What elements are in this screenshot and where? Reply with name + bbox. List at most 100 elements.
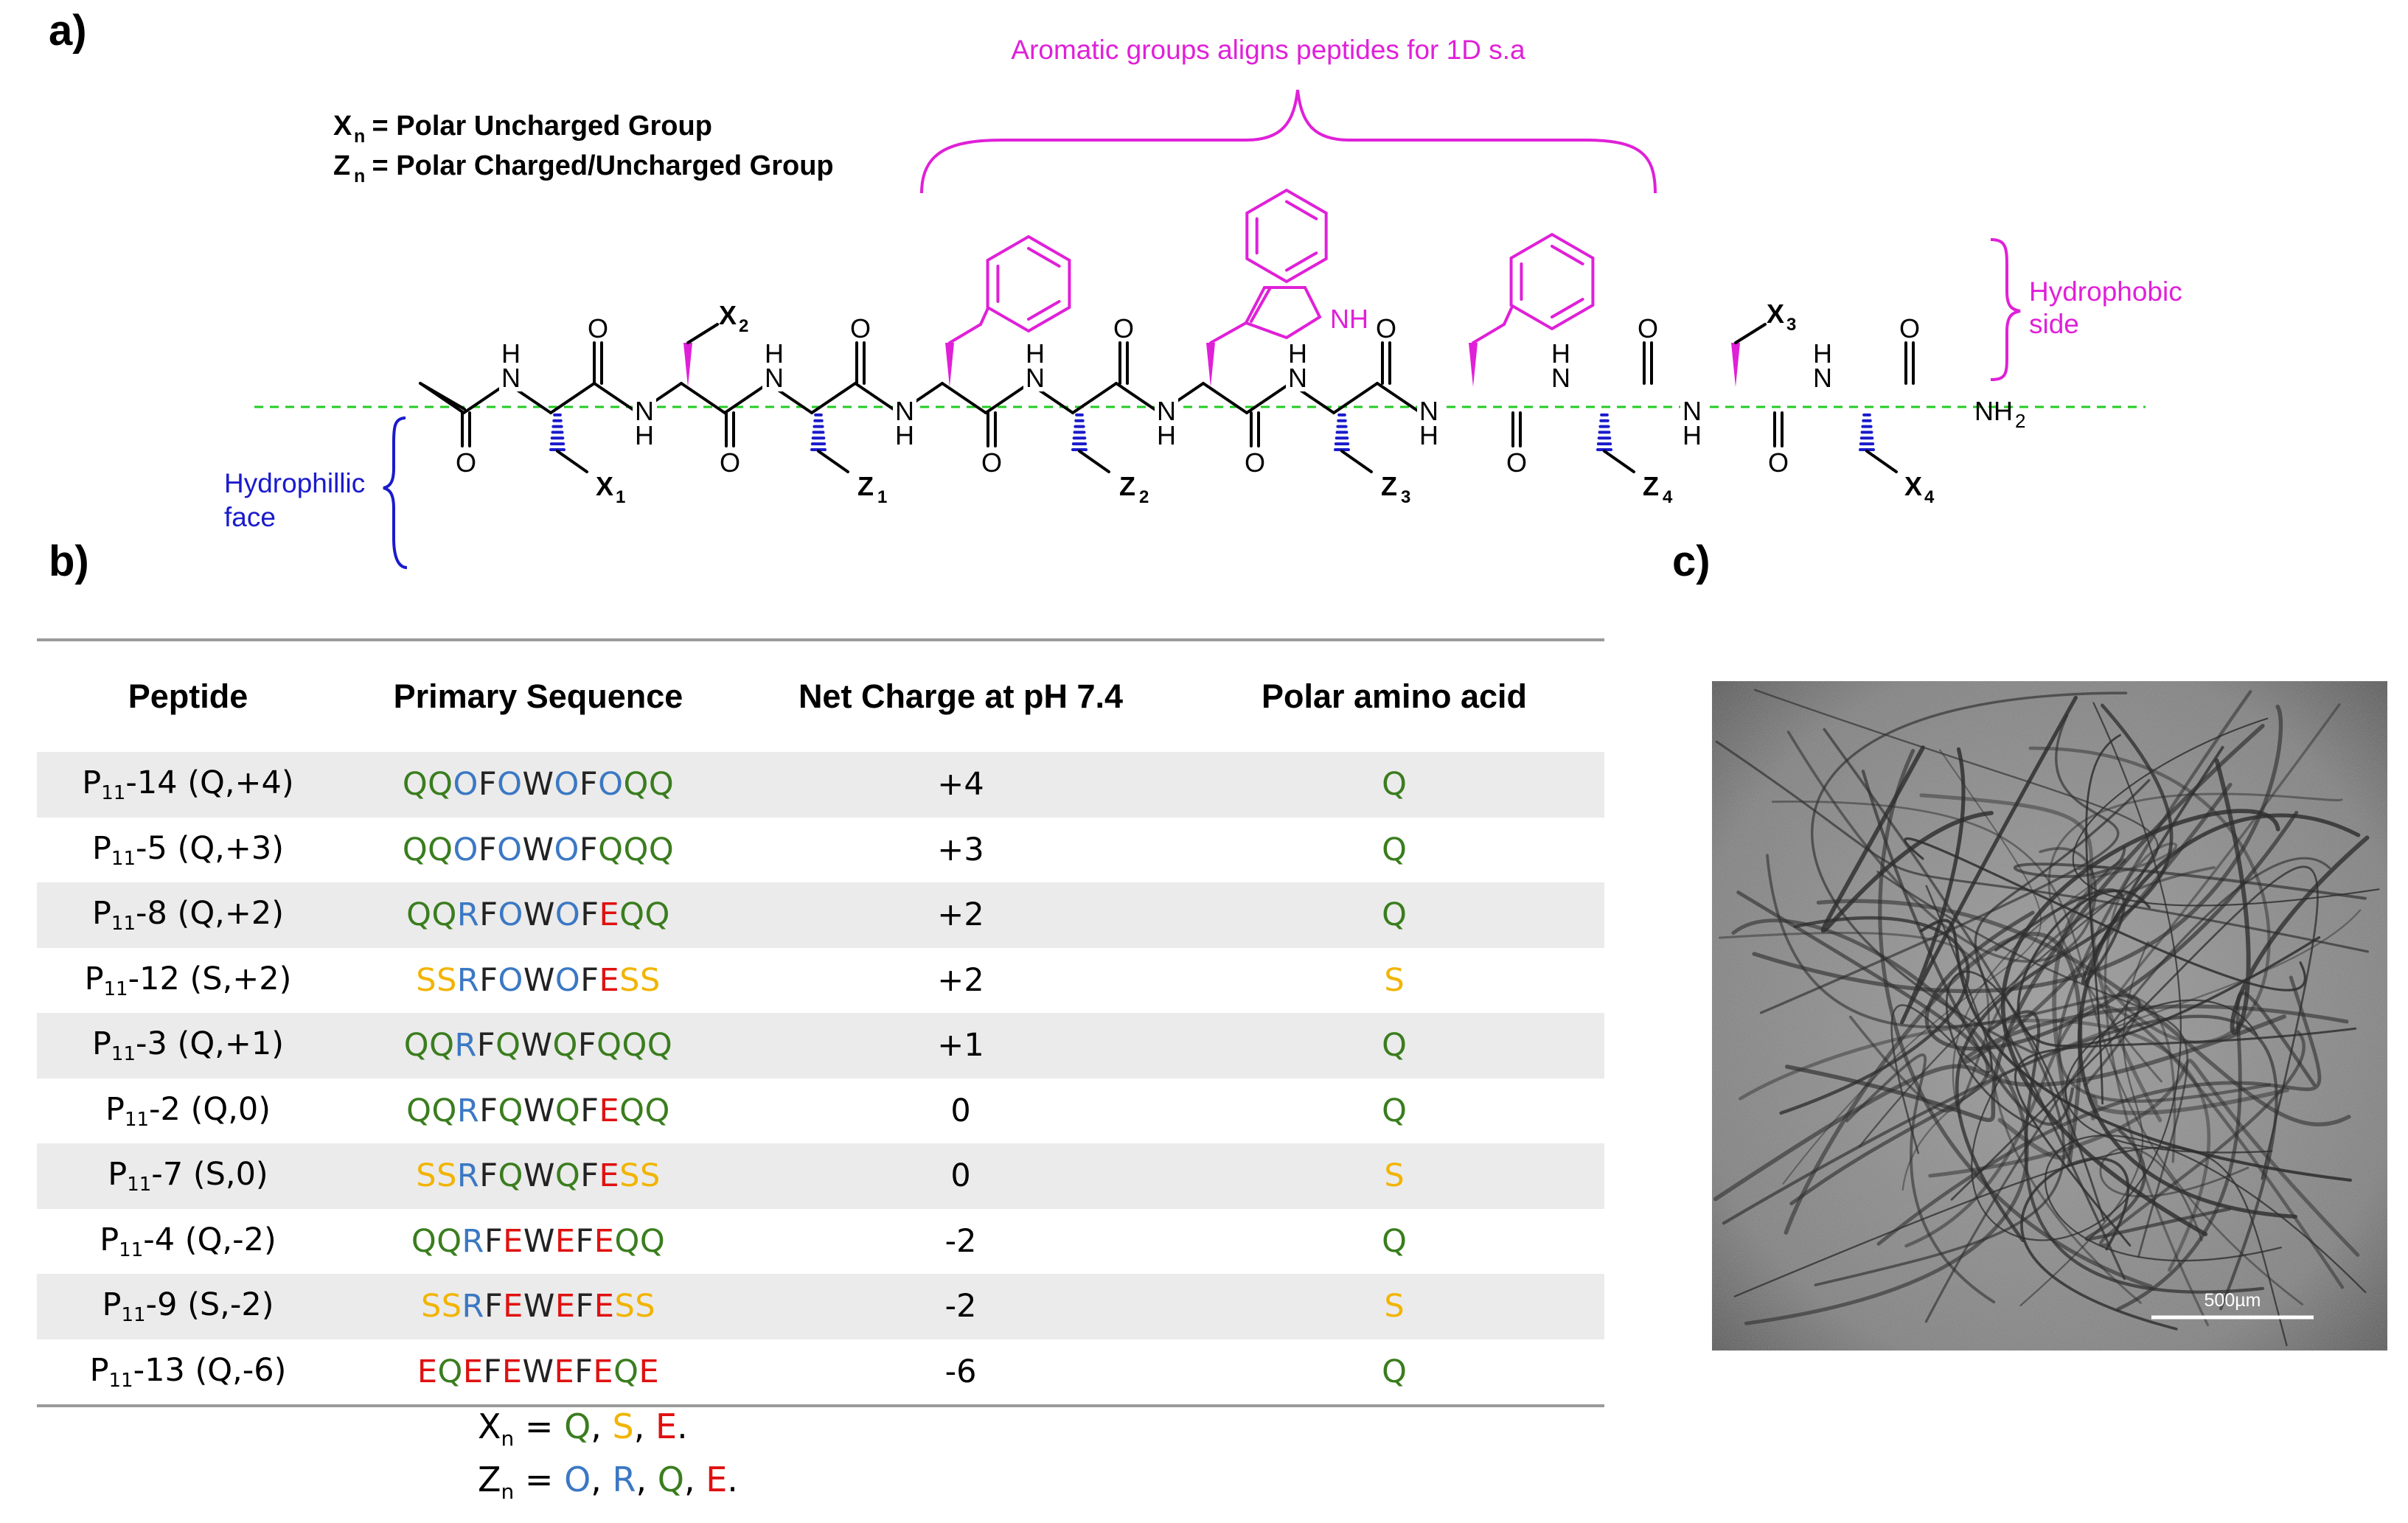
primary-sequence: QQRFOWOFEQQ — [339, 882, 737, 948]
backbone-bond — [549, 382, 596, 414]
phenyl-ring-inner — [1027, 300, 1061, 321]
panel-label-a: a) — [49, 7, 87, 55]
phenyl-ring-inner — [1027, 247, 1061, 268]
fibril — [2072, 717, 2380, 907]
hydrophobic-brace — [1990, 238, 2021, 381]
sequence-residue: E — [554, 1222, 576, 1260]
sequence-residue: Q — [403, 1027, 430, 1064]
fibril — [1782, 749, 2042, 1185]
fibril — [1820, 745, 1994, 933]
sequence-residue: W — [523, 961, 555, 999]
nitrogen-label: N — [1419, 396, 1438, 426]
peptide-suffix: -5 (Q,+3) — [136, 829, 285, 867]
fibril — [1971, 702, 2182, 1241]
sequence-residue: Q — [402, 766, 428, 804]
fibril — [2099, 1147, 2249, 1241]
sequence-residue: E — [599, 961, 620, 999]
oxygen-label: O — [1638, 313, 1658, 344]
sequence-residue: Q — [614, 1222, 640, 1260]
fibril — [1994, 745, 2224, 985]
sequence-residue: F — [483, 1353, 502, 1390]
sidechain-group-label: Z — [1119, 471, 1135, 501]
peptide-suffix: -7 (S,0) — [151, 1156, 268, 1193]
sidechain-bond — [817, 450, 849, 473]
sequence-residue: O — [554, 831, 580, 868]
sequence-residue: E — [593, 1353, 614, 1390]
sequence-residue: W — [523, 1288, 555, 1325]
atom-bg — [762, 365, 786, 391]
peptide-name: P11-4 (Q,-2) — [37, 1209, 339, 1275]
phe-ring-bond — [979, 307, 989, 326]
fibril — [1901, 909, 2362, 1191]
hydrophilic-label-line2: face — [224, 502, 276, 532]
hydrophobic-wedge — [945, 343, 954, 387]
indole-benzene-ring — [1245, 188, 1328, 284]
sidechain-bond — [1734, 323, 1767, 344]
sequence-residue: F — [579, 831, 599, 868]
aromatic-label: Aromatic groups aligns peptides for 1D s… — [1011, 35, 1525, 65]
peptide-subscript: 11 — [121, 1304, 146, 1327]
legend-item: R — [612, 1460, 636, 1499]
sequence-residue: S — [635, 1288, 656, 1325]
peptide-prefix: P — [91, 1025, 111, 1063]
sequence-residue: E — [503, 1288, 523, 1325]
sidechain-group-subscript: 4 — [1663, 487, 1673, 507]
legend-x-equals: = — [514, 1407, 565, 1446]
oxygen-label: O — [1376, 313, 1396, 344]
peptide-suffix: -13 (Q,-6) — [133, 1351, 287, 1389]
sequence-residue: Q — [429, 1027, 455, 1064]
sequence-residue: W — [523, 1157, 555, 1195]
sequence-residue: E — [462, 1353, 484, 1390]
peptide-suffix: -4 (Q,-2) — [143, 1221, 276, 1258]
fibril — [1890, 885, 1993, 1154]
sidechain-bond — [1865, 450, 1898, 473]
sequence-residue: S — [420, 1288, 442, 1325]
primary-sequence: QQOFOWOFOQQ — [339, 752, 737, 818]
indole-pyrrole-ring — [1244, 286, 1322, 340]
peptide-subscript: 11 — [111, 1043, 136, 1066]
peptide-subscript: 11 — [108, 1369, 133, 1392]
hydrogen-label: H — [1419, 420, 1438, 450]
sequence-residue: W — [522, 831, 554, 868]
peptide-name: P11-13 (Q,-6) — [37, 1339, 339, 1407]
sequence-residue: Q — [431, 896, 457, 934]
sequence-residue: Q — [437, 1353, 463, 1390]
peptide-suffix: -2 (Q,0) — [149, 1090, 271, 1128]
legend-x-line: Xn = Q, S, E. — [478, 1407, 688, 1451]
trp-ch2-bond — [1209, 321, 1248, 344]
backbone-bond — [1202, 382, 1248, 414]
legend-z-items: O, R, Q, E. — [564, 1460, 738, 1499]
sequence-residue: E — [594, 1222, 615, 1260]
backbone-bond — [854, 382, 900, 414]
definition-subscript: n — [354, 126, 365, 147]
sequence-residue: Q — [428, 766, 453, 804]
aromatic-brace — [920, 89, 1657, 194]
net-charge: +3 — [937, 831, 984, 868]
sequence-residue: Q — [552, 1027, 578, 1064]
sidechain-group-label: X — [596, 471, 613, 501]
atom-bg — [499, 365, 523, 391]
backbone-bond — [1071, 382, 1118, 414]
sequence-residue: F — [484, 1288, 504, 1325]
sequence-residue: S — [639, 961, 661, 999]
polar-amino-acid: Q — [1184, 1339, 1604, 1407]
net-charge: -2 — [944, 1222, 977, 1260]
sequence-residue: R — [456, 1092, 480, 1129]
primary-sequence: EQEFEWEFEQE — [339, 1339, 737, 1407]
fibril — [1722, 1014, 2278, 1311]
peptide-suffix: -14 (Q,+4) — [125, 764, 294, 802]
definition-text: = Polar Uncharged Group — [364, 111, 712, 142]
phenyl-ring-inner — [1551, 245, 1584, 265]
fibril — [2044, 1135, 2367, 1294]
fibril — [1784, 723, 2265, 1123]
sequence-residue: Q — [411, 1222, 437, 1260]
fibril — [1924, 857, 2331, 1323]
sequence-residue: F — [479, 961, 498, 999]
oxygen-label: O — [1768, 447, 1789, 478]
sequence-residue: Q — [598, 831, 624, 868]
sequence-residue: Q — [648, 766, 675, 804]
sidechain-group-subscript: 2 — [739, 316, 748, 336]
polar-amino-acid: Q — [1184, 752, 1604, 818]
